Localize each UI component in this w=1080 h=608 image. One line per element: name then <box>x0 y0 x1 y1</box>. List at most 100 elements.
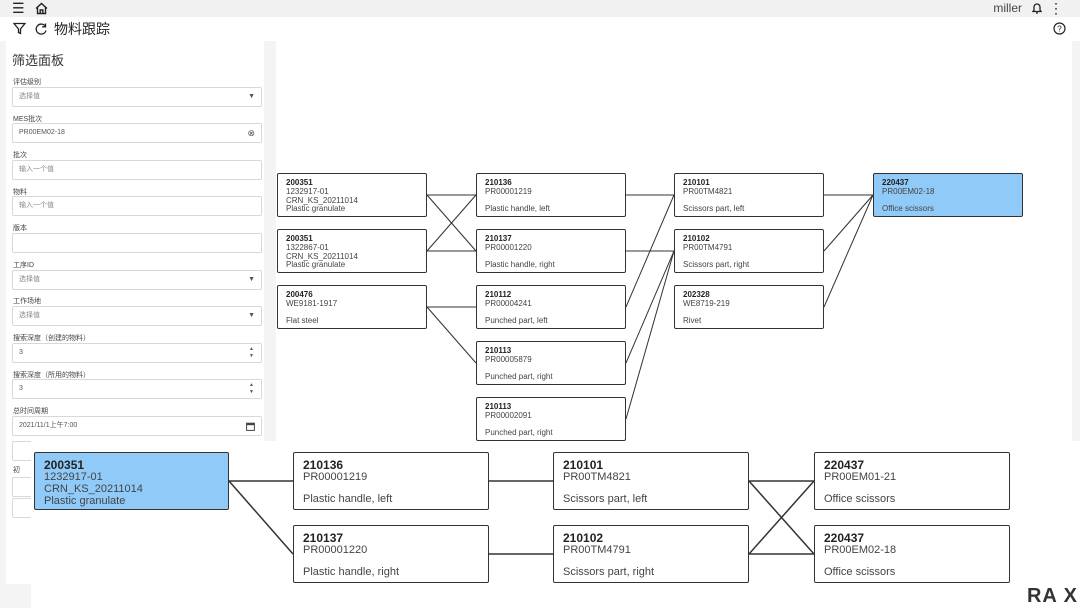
graph-node-200351-b[interactable]: 200351 1322867-01 CRN_KS_20211014 Plasti… <box>277 229 427 273</box>
node-batch: PR00EM01-21 <box>824 471 897 483</box>
zoomed-trace-graph: 200351 1232917-01 CRN_KS_20211014 Plasti… <box>31 441 1080 608</box>
material-input[interactable]: 输入一个值 <box>12 196 262 216</box>
overlay-node-210101[interactable]: 210101 PR00TM4821 Scissors part, left <box>553 452 749 510</box>
rating-level-label: 评估级别 <box>13 79 41 86</box>
search-depth-used-label: 搜索深度（所用的物料） <box>13 372 90 379</box>
node-desc: Plastic granulate <box>286 260 346 269</box>
overlay-node-210137[interactable]: 210137 PR00001220 Plastic handle, right <box>293 525 489 583</box>
node-desc: Punched part, right <box>485 372 553 381</box>
rating-level-placeholder: 选择值 <box>19 93 40 100</box>
overlay-node-210136[interactable]: 210136 PR00001219 Plastic handle, left <box>293 452 489 510</box>
node-id: 210136 <box>303 458 344 472</box>
graph-node-200476[interactable]: 200476 WE9181-1917 Flat steel <box>277 285 427 329</box>
batch-input[interactable]: 输入一个值 <box>12 160 262 180</box>
node-batch: 1232917-01 <box>286 187 329 196</box>
node-desc: Office scissors <box>824 493 896 505</box>
menu-icon[interactable]: ☰ <box>12 0 25 16</box>
node-batch: PR00001219 <box>303 471 368 483</box>
node-batch: PR00001220 <box>485 243 532 252</box>
graph-node-210113-b[interactable]: 210113 PR00002091 Punched part, right <box>476 397 626 441</box>
node-order: CRN_KS_20211014 <box>44 483 143 495</box>
search-depth-created-stepper[interactable]: 3 ▲▼ <box>12 343 262 363</box>
search-depth-created-label: 搜索深度（创建的物料） <box>13 335 90 342</box>
graph-node-210102[interactable]: 210102 PR00TM4791 Scissors part, right <box>674 229 824 273</box>
edge <box>823 194 874 252</box>
top-bar: ☰ miller ⋮ <box>0 0 1080 17</box>
node-desc: Scissors part, left <box>683 204 745 213</box>
node-batch: PR00001220 <box>303 544 368 556</box>
overlay-node-220437-a[interactable]: 220437 PR00EM01-21 Office scissors <box>814 452 1010 510</box>
batch-placeholder: 输入一个值 <box>19 166 54 173</box>
graph-node-210113-a[interactable]: 210113 PR00005879 Punched part, right <box>476 341 626 385</box>
node-desc: Plastic granulate <box>44 495 126 507</box>
node-batch: PR00EM02-18 <box>824 544 897 556</box>
node-desc: Scissors part, left <box>563 493 648 505</box>
overlay-node-200351-selected[interactable]: 200351 1232917-01 CRN_KS_20211014 Plasti… <box>34 452 229 510</box>
mes-batch-field[interactable]: PR00EM02-18 ⊗ <box>12 123 262 143</box>
rating-level-select[interactable]: 选择值 ▼ <box>12 87 262 107</box>
node-desc: Plastic granulate <box>286 204 346 213</box>
username[interactable]: miller <box>993 1 1022 15</box>
total-period-field[interactable]: 2021/11/1上午7:00 <box>12 416 262 436</box>
node-batch: 1322867-01 <box>286 243 329 252</box>
node-batch: PR00004241 <box>485 299 532 308</box>
partial-field[interactable] <box>12 441 32 461</box>
node-batch: PR00005879 <box>485 355 532 364</box>
calendar-icon[interactable] <box>246 417 255 439</box>
node-batch: PR00EM02-18 <box>882 187 935 196</box>
graph-node-210137[interactable]: 210137 PR00001220 Plastic handle, right <box>476 229 626 273</box>
process-id-select[interactable]: 选择值 ▼ <box>12 270 262 290</box>
node-batch: PR00TM4791 <box>683 243 733 252</box>
partial-field-3[interactable] <box>12 498 32 518</box>
bell-icon[interactable] <box>1031 0 1043 17</box>
node-batch: 1232917-01 <box>44 471 103 483</box>
graph-node-202328[interactable]: 202328 WE8719-219 Rivet <box>674 285 824 329</box>
stepper-arrows-icon[interactable]: ▲▼ <box>249 346 254 359</box>
graph-node-210136[interactable]: 210136 PR00001219 Plastic handle, left <box>476 173 626 217</box>
graph-node-200351-a[interactable]: 200351 1232917-01 CRN_KS_20211014 Plasti… <box>277 173 427 217</box>
node-order: CRN_KS_20211014 <box>286 196 358 205</box>
version-input[interactable] <box>12 233 262 253</box>
edge <box>625 250 675 364</box>
node-id: 210101 <box>563 458 604 472</box>
edge <box>748 480 815 555</box>
title-bar: 物料跟踪 ? <box>0 17 1080 41</box>
panel-title: 筛选面板 <box>12 53 65 68</box>
node-id: 210137 <box>303 531 344 545</box>
graph-node-210112[interactable]: 210112 PR00004241 Punched part, left <box>476 285 626 329</box>
page-title: 物料跟踪 <box>54 21 110 37</box>
graph-node-210101[interactable]: 210101 PR00TM4821 Scissors part, left <box>674 173 824 217</box>
node-id: 210102 <box>683 234 710 243</box>
node-batch: WE9181-1917 <box>286 299 338 308</box>
workplace-select[interactable]: 选择值 ▼ <box>12 306 262 326</box>
search-depth-used-stepper[interactable]: 3 ▲▼ <box>12 379 262 399</box>
node-id: 210112 <box>485 290 512 299</box>
trace-graph: 200351 1232917-01 CRN_KS_20211014 Plasti… <box>276 41 1072 441</box>
partial-label: 初 <box>13 467 20 474</box>
node-order: CRN_KS_20211014 <box>286 252 358 261</box>
home-icon[interactable] <box>35 0 48 17</box>
edge <box>625 194 675 308</box>
clear-icon[interactable]: ⊗ <box>247 128 255 138</box>
node-desc: Plastic handle, left <box>485 204 550 213</box>
overlay-node-220437-b[interactable]: 220437 PR00EM02-18 Office scissors <box>814 525 1010 583</box>
overlay-edges <box>228 480 815 555</box>
stepper-arrows-icon[interactable]: ▲▼ <box>249 382 254 395</box>
help-icon[interactable]: ? <box>1053 19 1066 41</box>
node-desc: Punched part, left <box>485 316 548 325</box>
batch-label: 批次 <box>13 152 27 159</box>
filter-icon[interactable] <box>12 19 27 41</box>
node-id: 200351 <box>286 178 313 187</box>
node-id: 202328 <box>683 290 710 299</box>
more-vert-icon[interactable]: ⋮ <box>1049 0 1063 16</box>
partial-field-2[interactable] <box>12 477 32 497</box>
node-batch: PR00TM4821 <box>563 471 631 483</box>
edge <box>426 306 477 364</box>
total-period-label: 总时间周期 <box>13 408 48 415</box>
refresh-icon[interactable] <box>34 19 48 42</box>
workplace-label: 工作场地 <box>13 298 41 305</box>
overlay-node-210102[interactable]: 210102 PR00TM4791 Scissors part, right <box>553 525 749 583</box>
node-batch: PR00TM4821 <box>683 187 733 196</box>
graph-edges <box>426 194 874 420</box>
graph-node-220437-selected[interactable]: 220437 PR00EM02-18 Office scissors <box>873 173 1023 217</box>
